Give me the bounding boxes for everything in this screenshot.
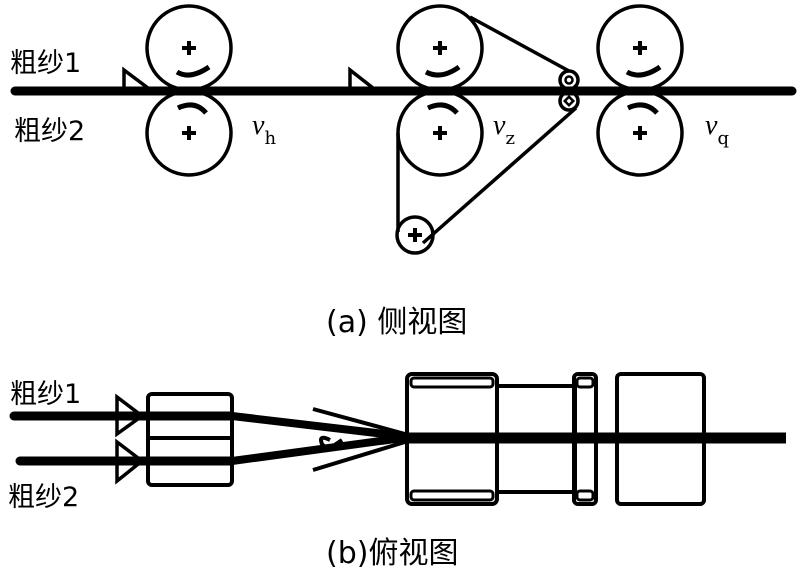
speed-label-back: vh [252, 110, 276, 149]
apron-edge-bottom [312, 440, 406, 472]
back-roller-pair [145, 4, 233, 177]
fiber-loop [319, 435, 344, 450]
top-view-caption: (b)俯视图 [326, 536, 458, 571]
rotation-arrow [625, 64, 662, 78]
tensioner-block [572, 372, 598, 506]
apron-edge-top [312, 407, 406, 436]
rotation-arrow [426, 102, 459, 115]
side-roving-2-label: 粗纱2 [14, 116, 85, 147]
bottom-apron [421, 106, 578, 245]
side-roving-1-label: 粗纱1 [10, 48, 81, 79]
axis-marks [182, 41, 647, 242]
guide-trumpet-1 [122, 66, 150, 90]
tension-pulley [395, 215, 435, 255]
middle-roller-pair [395, 4, 580, 255]
bottom-apron-tensioner [558, 90, 580, 112]
rotation-arrow [626, 102, 659, 115]
side-view-caption: (a) 侧视图 [326, 305, 467, 340]
top-view [9, 372, 786, 506]
top-roving-2-label: 粗纱2 [8, 482, 79, 513]
guide-trumpet-2 [348, 66, 375, 90]
rotation-arrow [175, 64, 211, 78]
back-bottom-roller [145, 89, 233, 177]
guide-trumpet-top-1 [115, 393, 145, 438]
front-bottom-roller [596, 89, 684, 177]
speed-label-middle: vz [493, 110, 515, 149]
guide-trumpet-top-2 [115, 438, 145, 485]
top-apron-tensioner [558, 69, 580, 91]
front-roller-pair [596, 4, 684, 177]
rotation-arrow [176, 102, 208, 115]
side-view [10, 4, 797, 255]
top-roving-1-label: 粗纱1 [10, 379, 81, 410]
front-roller-block [615, 372, 706, 506]
top-apron [469, 15, 570, 73]
rotation-arrow [424, 64, 461, 78]
converging-strand-1 [231, 412, 411, 441]
converging-strand-2 [231, 433, 411, 465]
speed-label-front: vq [705, 110, 729, 149]
